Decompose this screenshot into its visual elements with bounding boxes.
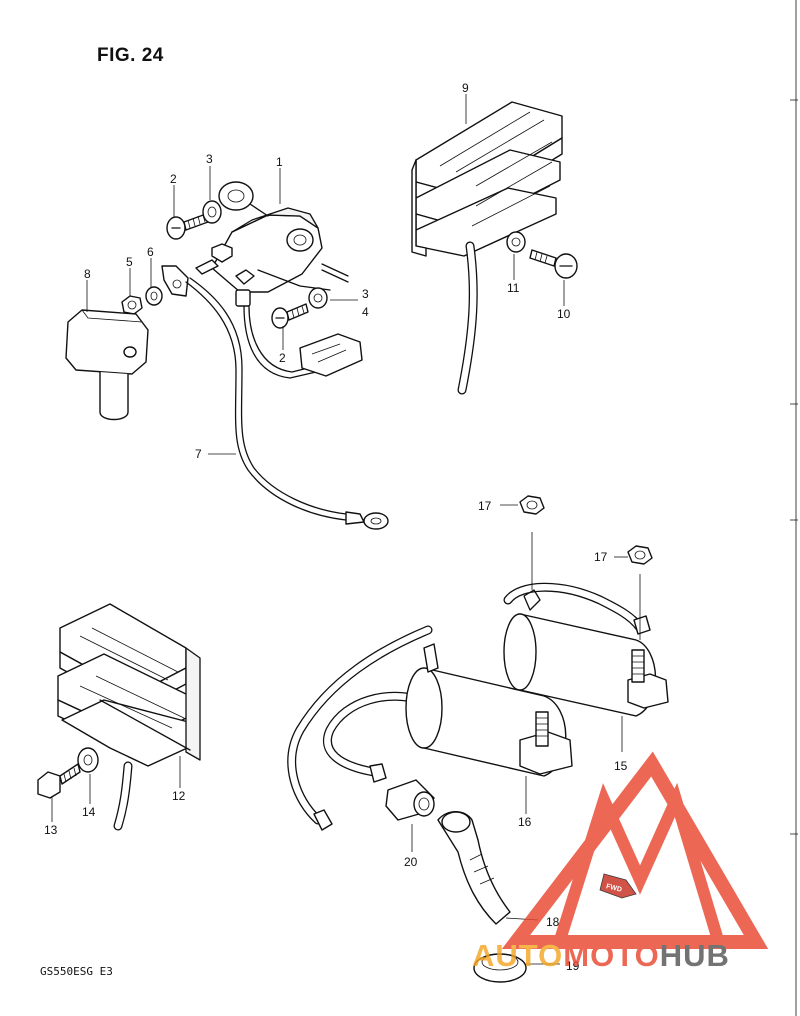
callout-2-upper: 2 [170, 172, 177, 186]
watermark-text: AUTOMOTOHUB [472, 938, 730, 973]
watermark-hub: HUB [660, 938, 730, 973]
plug-cap-18 [437, 811, 511, 925]
ignition-coil-16 [405, 643, 573, 777]
callout-16: 16 [518, 815, 532, 829]
callout-12: 12 [172, 789, 186, 803]
screw-2-lower [271, 303, 309, 329]
watermark-auto: AUTO [472, 938, 563, 973]
screw-10 [529, 249, 578, 279]
cap-19 [473, 953, 527, 983]
callout-10: 10 [557, 307, 571, 321]
callout-14: 14 [82, 805, 96, 819]
callout-8: 8 [84, 267, 91, 281]
ignition-coil-15 [503, 589, 669, 717]
starter-relay [195, 181, 331, 307]
callout-5: 5 [126, 255, 133, 269]
callout-4: 4 [362, 305, 369, 319]
callout-13: 13 [44, 823, 58, 837]
nut-17-a [519, 495, 545, 515]
washer-11 [506, 231, 526, 253]
callout-18: 18 [546, 915, 560, 929]
callout-15: 15 [614, 759, 628, 773]
rectifier-12 [57, 603, 201, 767]
callout-3-lower: 3 [362, 287, 369, 301]
callout-20: 20 [404, 855, 418, 869]
wire-7 [185, 277, 389, 530]
callout-19: 19 [566, 959, 580, 973]
wire-terminal-lug [161, 265, 189, 297]
watermark-logo: FWD AUTOMOTOHUB [472, 751, 769, 973]
nut-5 [121, 295, 143, 315]
nut-17-b [627, 545, 653, 565]
screw-2-upper [166, 213, 209, 240]
callout-3-upper: 3 [206, 152, 213, 166]
model-code: GS550ESG E3 [40, 965, 113, 978]
cap-8 [65, 309, 149, 421]
callout-9: 9 [462, 81, 469, 95]
relay-harness [243, 305, 363, 379]
callout-17-b: 17 [594, 550, 608, 564]
washer-6 [145, 286, 163, 306]
regulator-9 [411, 101, 563, 257]
watermark-m-mark [554, 782, 724, 942]
watermark-moto: MOTO [563, 938, 659, 973]
bolt-13 [37, 763, 81, 799]
leader-lines [51, 94, 641, 965]
ht-lead-end-2 [369, 763, 387, 783]
callout-11: 11 [507, 281, 520, 295]
washer-3-lower [308, 287, 328, 309]
fwd-tag-text: FWD [605, 883, 622, 894]
washer-14 [77, 747, 99, 773]
callout-2-lower: 2 [279, 351, 286, 365]
figure-title: FIG. 24 [97, 45, 164, 66]
seal-20 [385, 779, 435, 821]
callout-1: 1 [276, 155, 283, 169]
washer-3-upper [202, 200, 222, 224]
callout-7: 7 [195, 447, 202, 461]
ht-lead-end-1 [313, 809, 333, 831]
callout-6: 6 [147, 245, 154, 259]
scan-edge-marks [790, 99, 798, 835]
callout-labels: 1 2 3 5 6 8 3 4 2 7 9 11 10 12 13 14 15 … [44, 81, 628, 973]
callout-17-a: 17 [478, 499, 492, 513]
fwd-tag: FWD [599, 873, 637, 899]
